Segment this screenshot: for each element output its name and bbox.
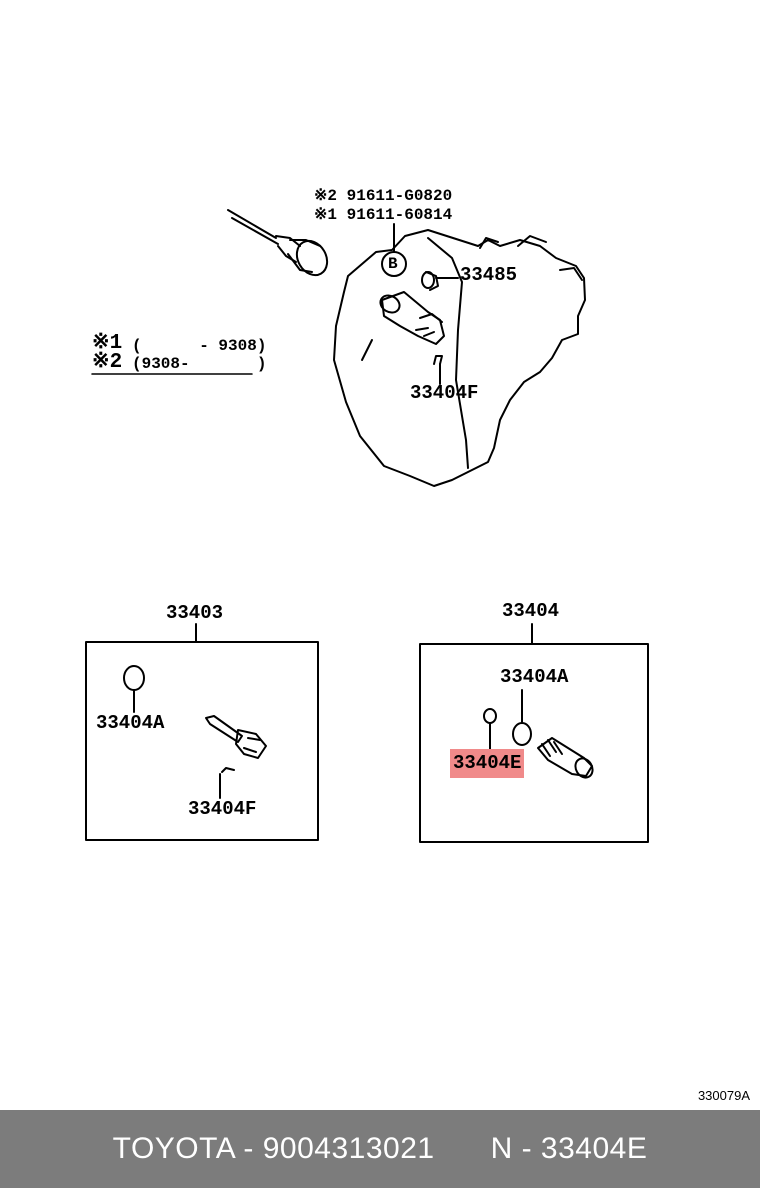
legend-row2-range: (9308- ) [132, 355, 267, 373]
cable-end-fitting [295, 239, 329, 277]
label-part-33404E-highlighted[interactable]: 33404E [450, 749, 525, 778]
label-b-ref-bottom: ※1 91611-60814 [314, 206, 453, 224]
diagram-code: 330079A [697, 1088, 750, 1103]
clip-icon [221, 767, 235, 773]
legend-row1-mark: ※1 [92, 332, 123, 355]
kit-box-33404 [419, 643, 649, 843]
footer-ref: N - 33404E [490, 1132, 648, 1165]
label-part-33485[interactable]: 33485 [460, 264, 518, 286]
label-part-33404A-left[interactable]: 33404A [96, 712, 165, 734]
footer-bar: TOYOTA - 9004313021 N - 33404E [0, 1110, 760, 1188]
sleeve-icon [537, 737, 593, 777]
speedo-cable [227, 209, 279, 245]
footer-brand-part: TOYOTA - 9004313021 [112, 1132, 435, 1165]
label-part-33404F-left[interactable]: 33404F [188, 798, 257, 820]
housing-inner-rib [427, 237, 469, 469]
legend-row1-range: ( - 9308) [132, 337, 267, 355]
parts-diagram: ※2 91611-G0820 ※1 91611-60814 B 33485 33… [85, 187, 750, 1103]
gear-shaft-icon [205, 715, 243, 743]
kit-box-33403 [85, 641, 319, 841]
driven-gear-assembly [381, 291, 445, 345]
label-b-marker: B [388, 255, 398, 273]
o-ring-icon-right [512, 722, 532, 746]
transmission-housing [333, 229, 586, 487]
o-ring-icon [123, 665, 145, 691]
diagram-drawing [85, 209, 649, 843]
seal-icon [483, 708, 497, 724]
label-part-33404F-main[interactable]: 33404F [410, 382, 479, 404]
kit-33403-title[interactable]: 33403 [166, 602, 224, 624]
label-b-ref-top: ※2 91611-G0820 [314, 187, 453, 205]
legend-row2-mark: ※2 [92, 351, 123, 374]
label-part-33404A-right[interactable]: 33404A [500, 666, 569, 688]
kit-33404-title[interactable]: 33404 [502, 600, 560, 622]
clip-main [433, 355, 443, 365]
